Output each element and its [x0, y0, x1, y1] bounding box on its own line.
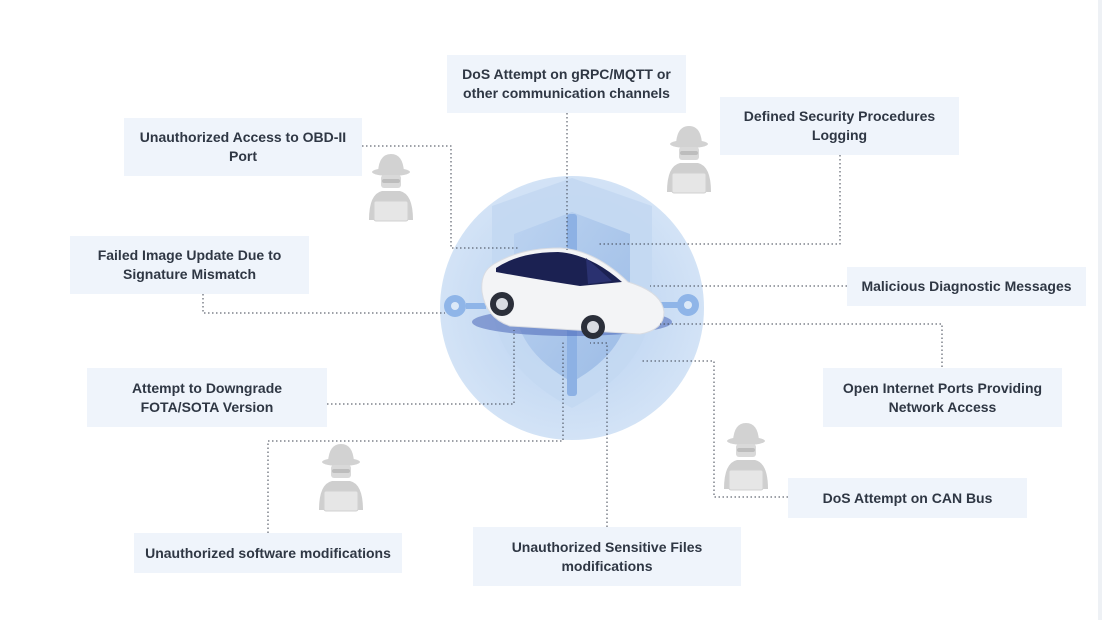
hacker-icon: [368, 153, 414, 222]
threat-label: Attempt to Downgrade: [131, 379, 283, 396]
right-node: [658, 294, 699, 316]
threat-label: modifications: [561, 557, 653, 574]
threat-label: Defined Security Procedures: [743, 108, 936, 124]
threat-dos-grpc: DoS Attempt on gRPC/MQTT or other communi…: [447, 55, 686, 113]
threat-sensitive-files: Unauthorized Sensitive Files modification…: [473, 527, 741, 586]
connector-lines: [202, 113, 943, 533]
hacker-icon: [318, 443, 364, 512]
threat-label: Unauthorized Sensitive Files: [511, 538, 703, 555]
threat-label: Open Internet Ports Providing: [842, 379, 1043, 396]
threat-label: DoS Attempt on gRPC/MQTT or: [462, 66, 671, 82]
threat-software-mods: Unauthorized software modifications: [134, 533, 402, 573]
threat-can-bus: DoS Attempt on CAN Bus: [788, 478, 1027, 518]
threat-label: Network Access: [888, 398, 997, 415]
threat-label: Logging: [811, 127, 868, 143]
hacker-icon: [723, 422, 769, 491]
threat-label: Failed Image Update Due to: [97, 247, 282, 263]
hacker-icon: [666, 125, 712, 194]
threat-obd-access: Unauthorized Access to OBD-II Port: [124, 118, 362, 176]
threat-label: Unauthorized Access to OBD-II: [139, 129, 347, 145]
threat-label: Unauthorized software modifications: [145, 544, 391, 561]
threat-label: Malicious Diagnostic Messages: [861, 278, 1072, 294]
left-node: [444, 295, 486, 317]
threat-label: FOTA/SOTA Version: [140, 398, 274, 415]
page-edge: [1098, 0, 1102, 620]
threat-label: Signature Mismatch: [122, 266, 257, 282]
threat-diagnostic-messages: Malicious Diagnostic Messages: [847, 267, 1086, 306]
threat-label: DoS Attempt on CAN Bus: [822, 489, 993, 506]
car-icon: [472, 247, 672, 339]
threat-image-update: Failed Image Update Due to Signature Mism…: [70, 236, 309, 294]
threat-label: Port: [229, 148, 257, 164]
threat-label: other communication channels: [463, 85, 670, 101]
